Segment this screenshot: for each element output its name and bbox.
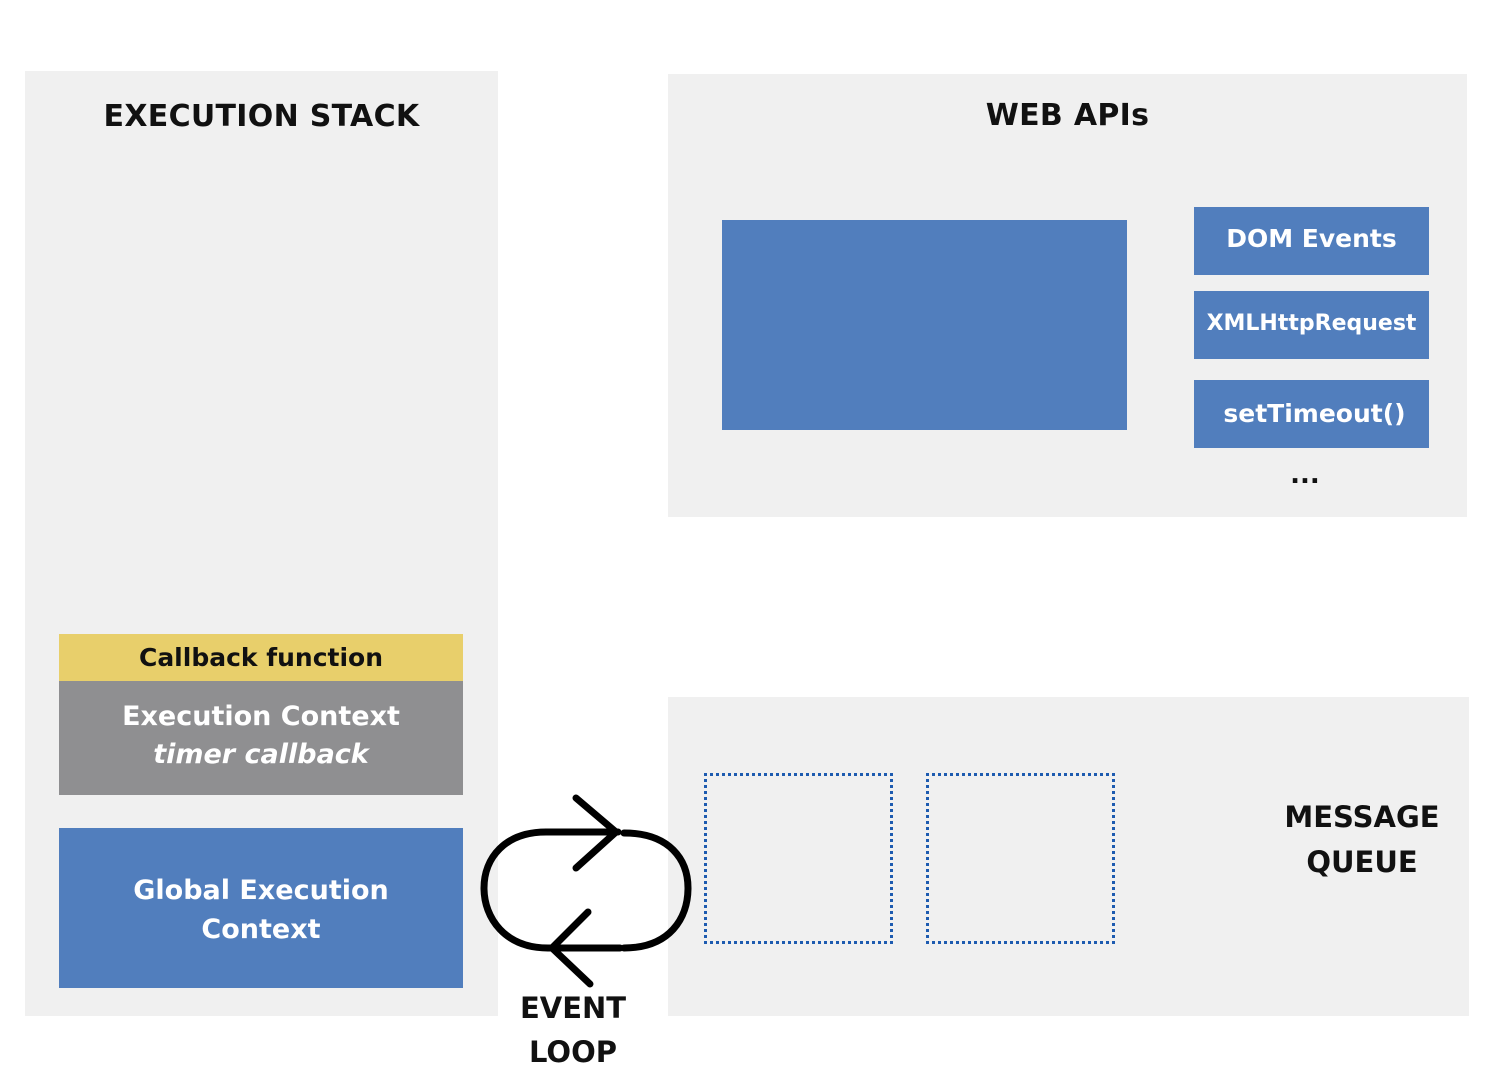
global-context-label-line1: Global Execution xyxy=(133,875,389,906)
loop-arrow-right-head xyxy=(572,794,620,872)
event-loop-label: EVENT LOOP xyxy=(493,986,653,1074)
event-loop-label-line1: EVENT xyxy=(519,991,627,1025)
loop-right-arc xyxy=(620,829,692,952)
xmlhttprequest-api: XMLHttpRequest xyxy=(1194,291,1429,359)
web-api-processing-area xyxy=(722,220,1127,430)
more-apis-ellipsis: ... xyxy=(1290,460,1320,490)
message-queue-label-line1: MESSAGE xyxy=(1284,800,1440,834)
callback-function-frame: Callback function xyxy=(59,634,463,681)
dom-events-api: DOM Events xyxy=(1194,207,1429,275)
global-context-label-line2: Context xyxy=(201,914,321,945)
execution-context-label: Execution Context xyxy=(122,701,400,732)
message-queue-slot xyxy=(704,773,893,944)
global-execution-context: Global Execution Context xyxy=(59,828,463,988)
message-queue-panel xyxy=(668,697,1469,1016)
timer-callback-label: timer callback xyxy=(153,739,369,770)
execution-stack-title: EXECUTION STACK xyxy=(103,99,420,134)
timer-callback-execution-context: Execution Context timer callback xyxy=(59,681,463,795)
settimeout-api: setTimeout() xyxy=(1194,380,1429,448)
event-loop-label-line2: LOOP xyxy=(528,1035,617,1069)
loop-arrow-left-head xyxy=(548,908,594,988)
message-queue-slot xyxy=(926,773,1115,944)
event-loop-cycle-icon xyxy=(480,794,692,988)
message-queue-label-line2: QUEUE xyxy=(1306,845,1418,879)
loop-left-arc xyxy=(480,828,624,952)
web-apis-title: WEB APIs xyxy=(985,98,1150,133)
message-queue-label: MESSAGE QUEUE xyxy=(1262,795,1462,885)
